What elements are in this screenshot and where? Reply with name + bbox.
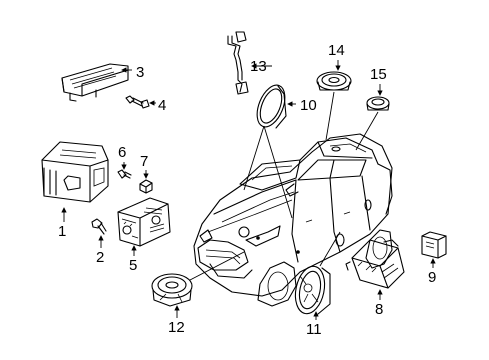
callout-3: 3 — [136, 64, 144, 81]
callout-7: 7 — [140, 153, 148, 170]
part-14-speaker — [316, 60, 352, 141]
part-13-harness — [227, 31, 272, 95]
callout-1: 1 — [58, 223, 66, 240]
callout-12: 12 — [168, 319, 185, 336]
part-5-control-panel — [117, 197, 171, 256]
part-4-screw — [125, 95, 156, 109]
part-6-screw — [117, 162, 132, 179]
part-2-screw — [91, 218, 107, 248]
callout-8: 8 — [375, 301, 383, 318]
callout-2: 2 — [96, 249, 104, 266]
callout-10: 10 — [300, 97, 317, 114]
callout-11: 11 — [306, 321, 322, 338]
part-9-module — [421, 231, 447, 268]
part-8-amplifier — [345, 239, 405, 300]
callout-5: 5 — [129, 257, 137, 274]
callout-9: 9 — [428, 269, 436, 286]
car-body — [193, 133, 393, 307]
callout-numbers: 1 2 3 4 5 6 7 8 9 10 11 12 13 14 15 — [58, 42, 436, 338]
part-11-speaker — [294, 231, 341, 320]
part-12-speaker — [151, 251, 245, 318]
part-10-speaker — [243, 84, 296, 219]
callout-14: 14 — [328, 42, 345, 59]
part-1-receiver — [41, 141, 109, 222]
callout-6: 6 — [118, 144, 126, 161]
part-7-clip — [139, 170, 153, 194]
callout-4: 4 — [158, 97, 166, 114]
part-3-display-unit — [61, 63, 132, 102]
part-15-tweeter — [355, 84, 390, 151]
callout-13: 13 — [250, 58, 267, 75]
callout-15: 15 — [370, 66, 387, 83]
